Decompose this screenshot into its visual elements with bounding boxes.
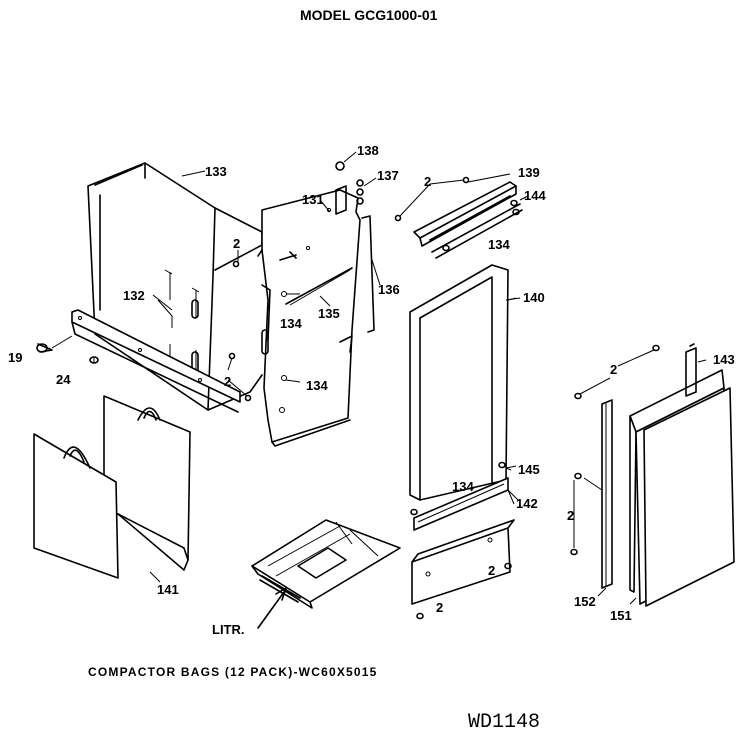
callout-138: 138 (357, 143, 379, 158)
top-trim-139-part (394, 173, 529, 259)
callout-134-low: 134 (306, 378, 328, 393)
callout-litr: LITR. (212, 622, 245, 637)
callout-143: 143 (713, 352, 735, 367)
callout-136: 136 (378, 282, 400, 297)
callout-134-top: 134 (488, 237, 510, 252)
callout-2-right-mid: 2 (567, 508, 574, 523)
callout-139: 139 (518, 165, 540, 180)
model-title: MODEL GCG1000-01 (300, 7, 438, 23)
front-rail-part (71, 309, 241, 413)
drawing-code: WD1148 (468, 711, 540, 734)
bottom-trim-142-part (410, 461, 519, 620)
callout-134-mid: 134 (280, 316, 302, 331)
door-panel-140-part (409, 264, 521, 501)
callout-145: 145 (518, 462, 540, 477)
rod-136-part (361, 215, 381, 333)
compactor-bags-141-part (33, 395, 191, 583)
latch-138-icon (335, 151, 357, 171)
callout-142: 142 (516, 496, 538, 511)
leader-lines (152, 170, 707, 505)
callout-2-mid: 2 (224, 374, 231, 389)
cabinet-body-part (87, 162, 263, 411)
callout-131: 131 (302, 192, 324, 207)
callout-2-bottom: 2 (488, 563, 495, 578)
screws-137-icon (356, 177, 377, 205)
callout-134-bottom: 134 (452, 479, 474, 494)
litter-tray-part (251, 519, 401, 629)
side-trim-152-part (570, 344, 660, 605)
callout-141: 141 (157, 582, 179, 597)
callout-140: 140 (523, 290, 545, 305)
callout-132: 132 (123, 288, 145, 303)
callout-152: 152 (574, 594, 596, 609)
callout-24: 24 (56, 372, 71, 387)
callout-2-lowest: 2 (436, 600, 443, 615)
callout-144: 144 (524, 188, 546, 203)
callout-2-top: 2 (424, 174, 431, 189)
callout-labels: 133 138 137 131 139 2 144 2 134 136 140 … (8, 143, 735, 637)
side-panel-151-part (629, 343, 735, 607)
screw-markers-left (157, 250, 301, 402)
callout-137: 137 (377, 168, 399, 183)
callout-151: 151 (610, 608, 632, 623)
callout-135: 135 (318, 306, 340, 321)
nut-24-icon (89, 356, 99, 364)
callout-19: 19 (8, 350, 22, 365)
callout-2-left: 2 (233, 236, 240, 251)
compactor-bags-caption: COMPACTOR BAGS (12 PACK)-WC60X5015 (88, 665, 378, 679)
callout-133: 133 (205, 164, 227, 179)
screw-19-icon (36, 335, 73, 353)
callout-2-right-top: 2 (610, 362, 617, 377)
back-panel-part (257, 185, 361, 447)
